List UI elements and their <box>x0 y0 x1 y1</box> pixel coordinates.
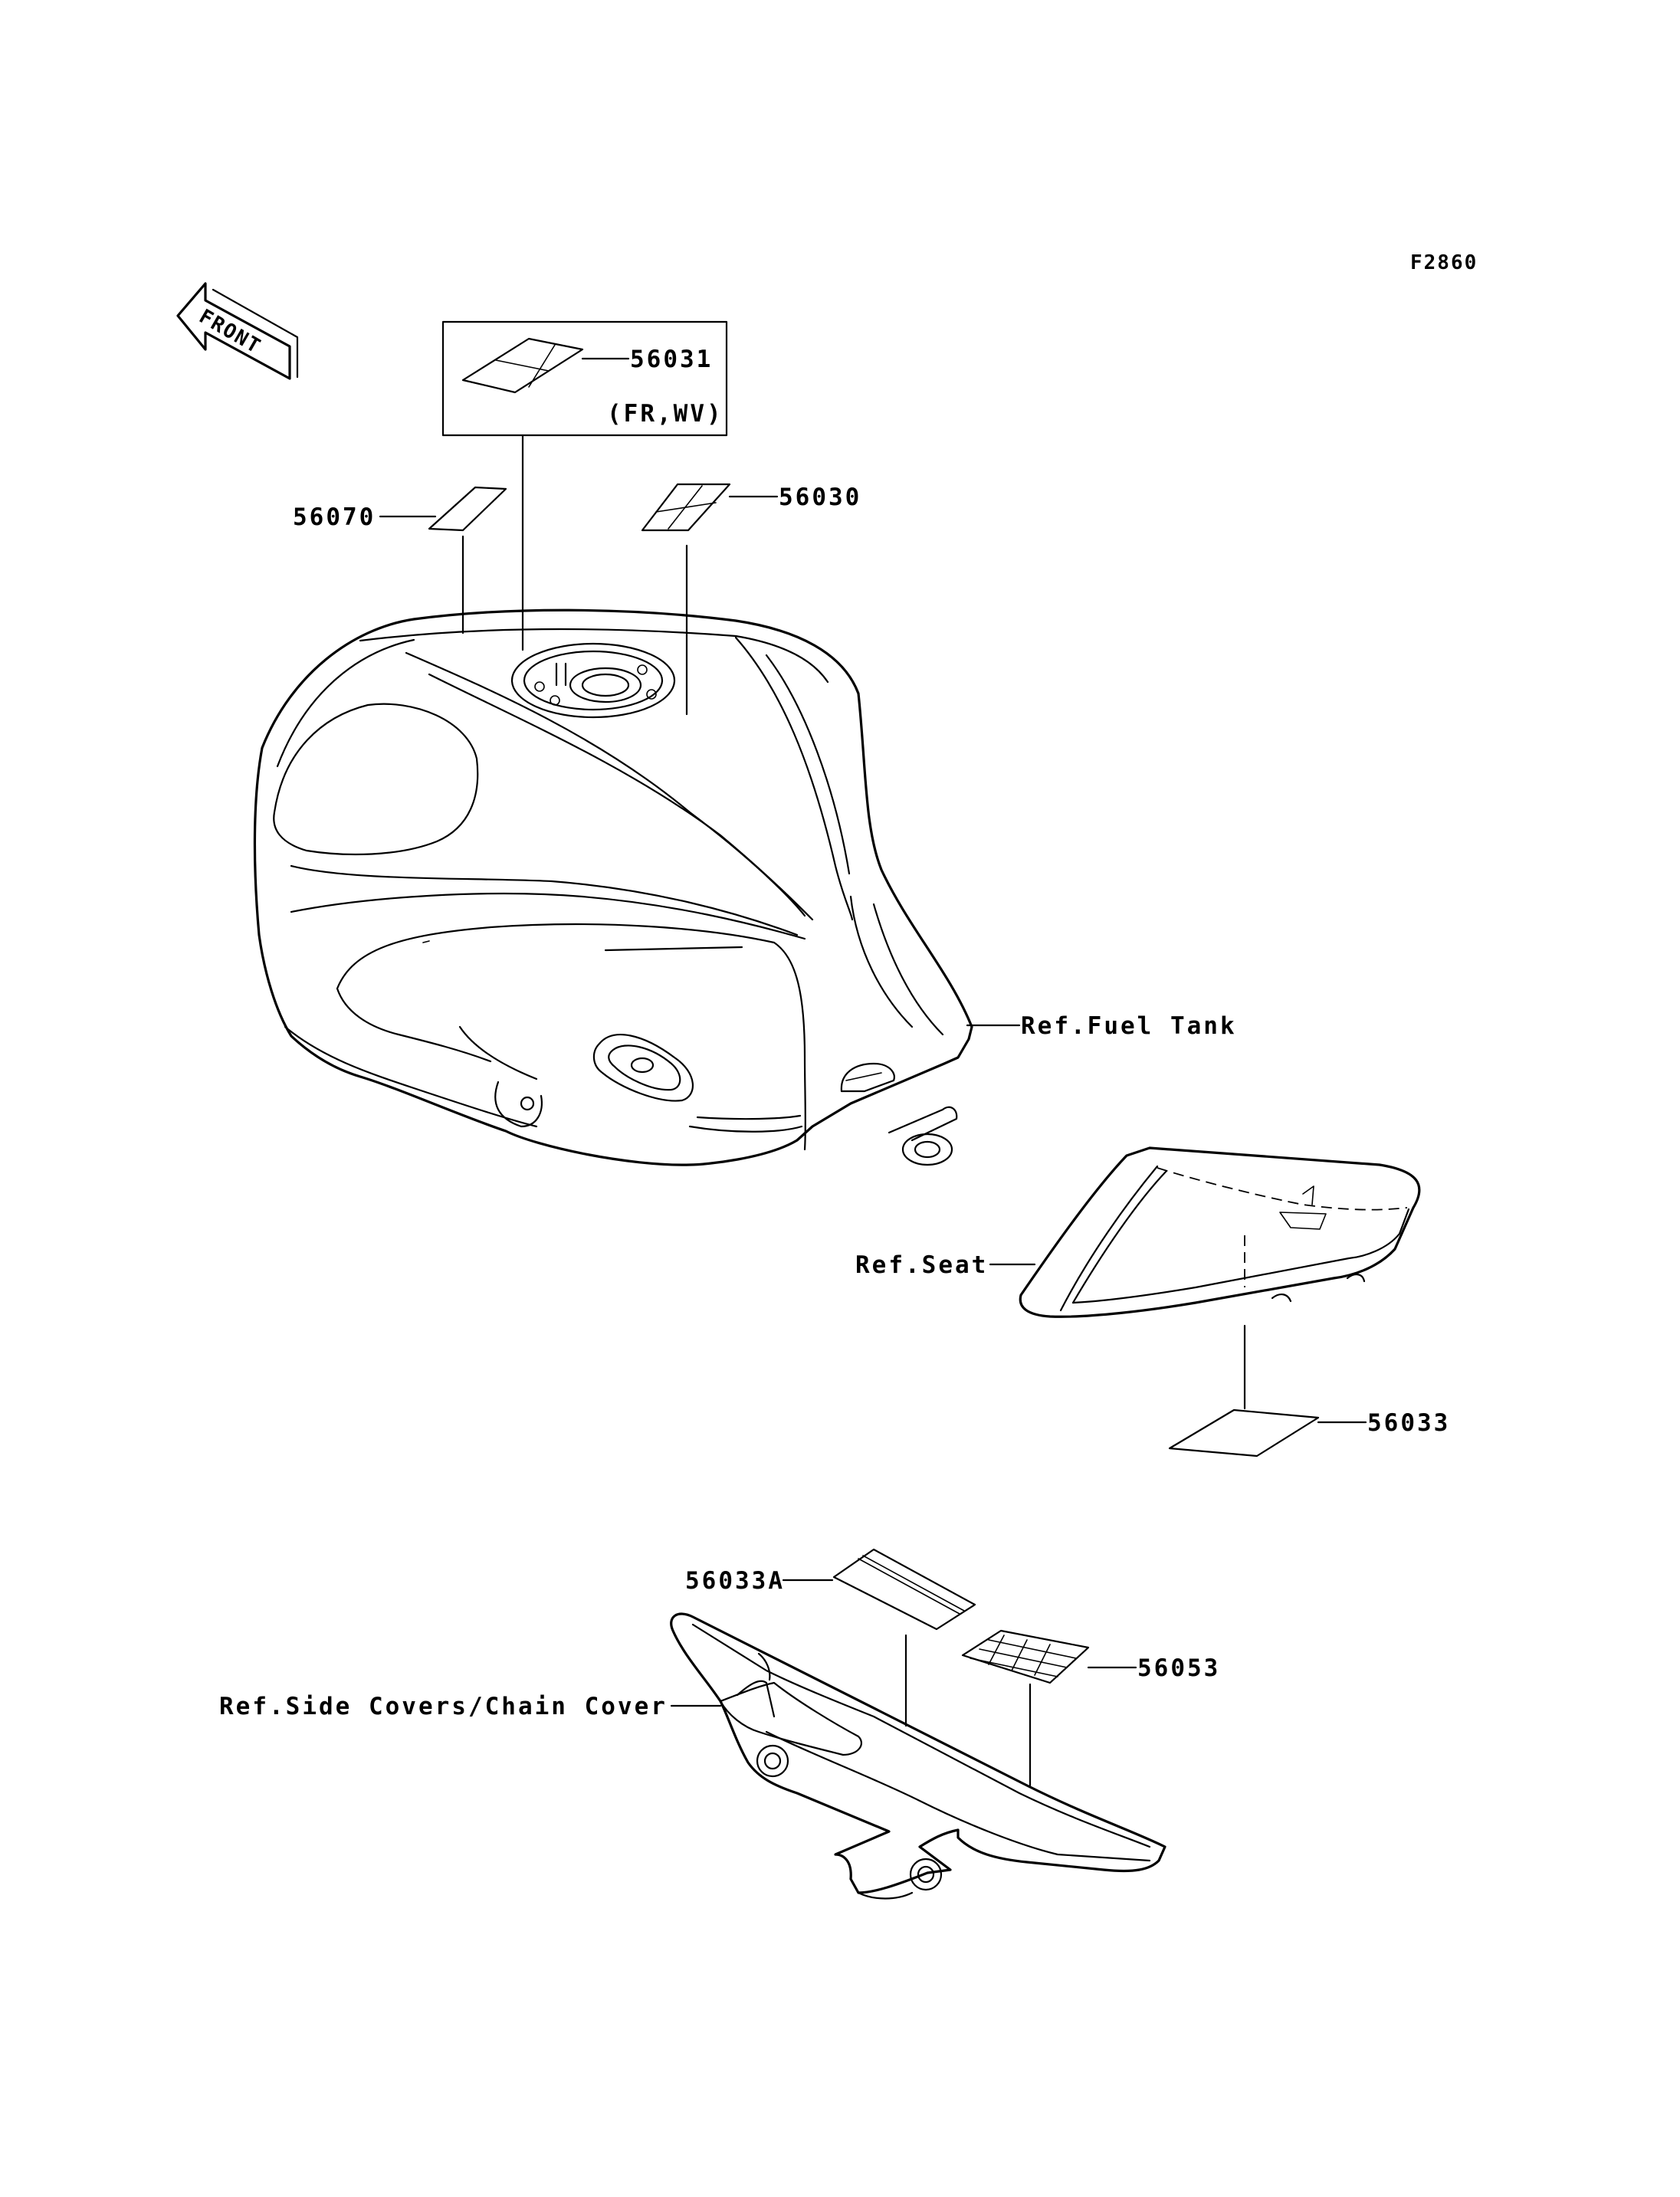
part-56033: 56033 <box>1367 1409 1450 1437</box>
label-56031-group: 56031 (FR,WV) <box>441 320 728 651</box>
fuel-tank <box>253 608 973 1166</box>
part-56031-note: (FR,WV) <box>607 400 724 428</box>
label-56030-group: 56030 <box>641 483 861 716</box>
decal-56053 <box>961 1629 1090 1684</box>
side-chain-cover <box>670 1612 1166 1900</box>
seat <box>1019 1146 1421 1318</box>
label-56070-group: 56070 <box>293 486 507 635</box>
front-arrow-icon: FRONT <box>176 282 299 380</box>
decal-56033 <box>1168 1408 1320 1458</box>
decal-56070 <box>428 486 507 532</box>
decal-56030 <box>641 483 731 532</box>
label-56033A-group: 56033A <box>685 1548 976 1727</box>
part-56033A: 56033A <box>685 1567 785 1595</box>
part-56031: 56031 <box>630 346 713 373</box>
decal-56033A <box>832 1548 976 1631</box>
part-56053: 56053 <box>1137 1654 1220 1682</box>
label-56053-group: 56053 <box>961 1629 1220 1787</box>
decal-56031 <box>461 337 584 394</box>
ref-fuel-tank: Ref.Fuel Tank <box>1021 1012 1237 1040</box>
figure-id: F2860 <box>1410 251 1478 274</box>
ref-seat: Ref.Seat <box>855 1251 988 1279</box>
part-56030: 56030 <box>779 484 861 511</box>
label-56033-group: 56033 <box>1168 1324 1450 1458</box>
ref-side-covers: Ref.Side Covers/Chain Cover <box>219 1693 668 1720</box>
part-56070: 56070 <box>293 503 376 531</box>
